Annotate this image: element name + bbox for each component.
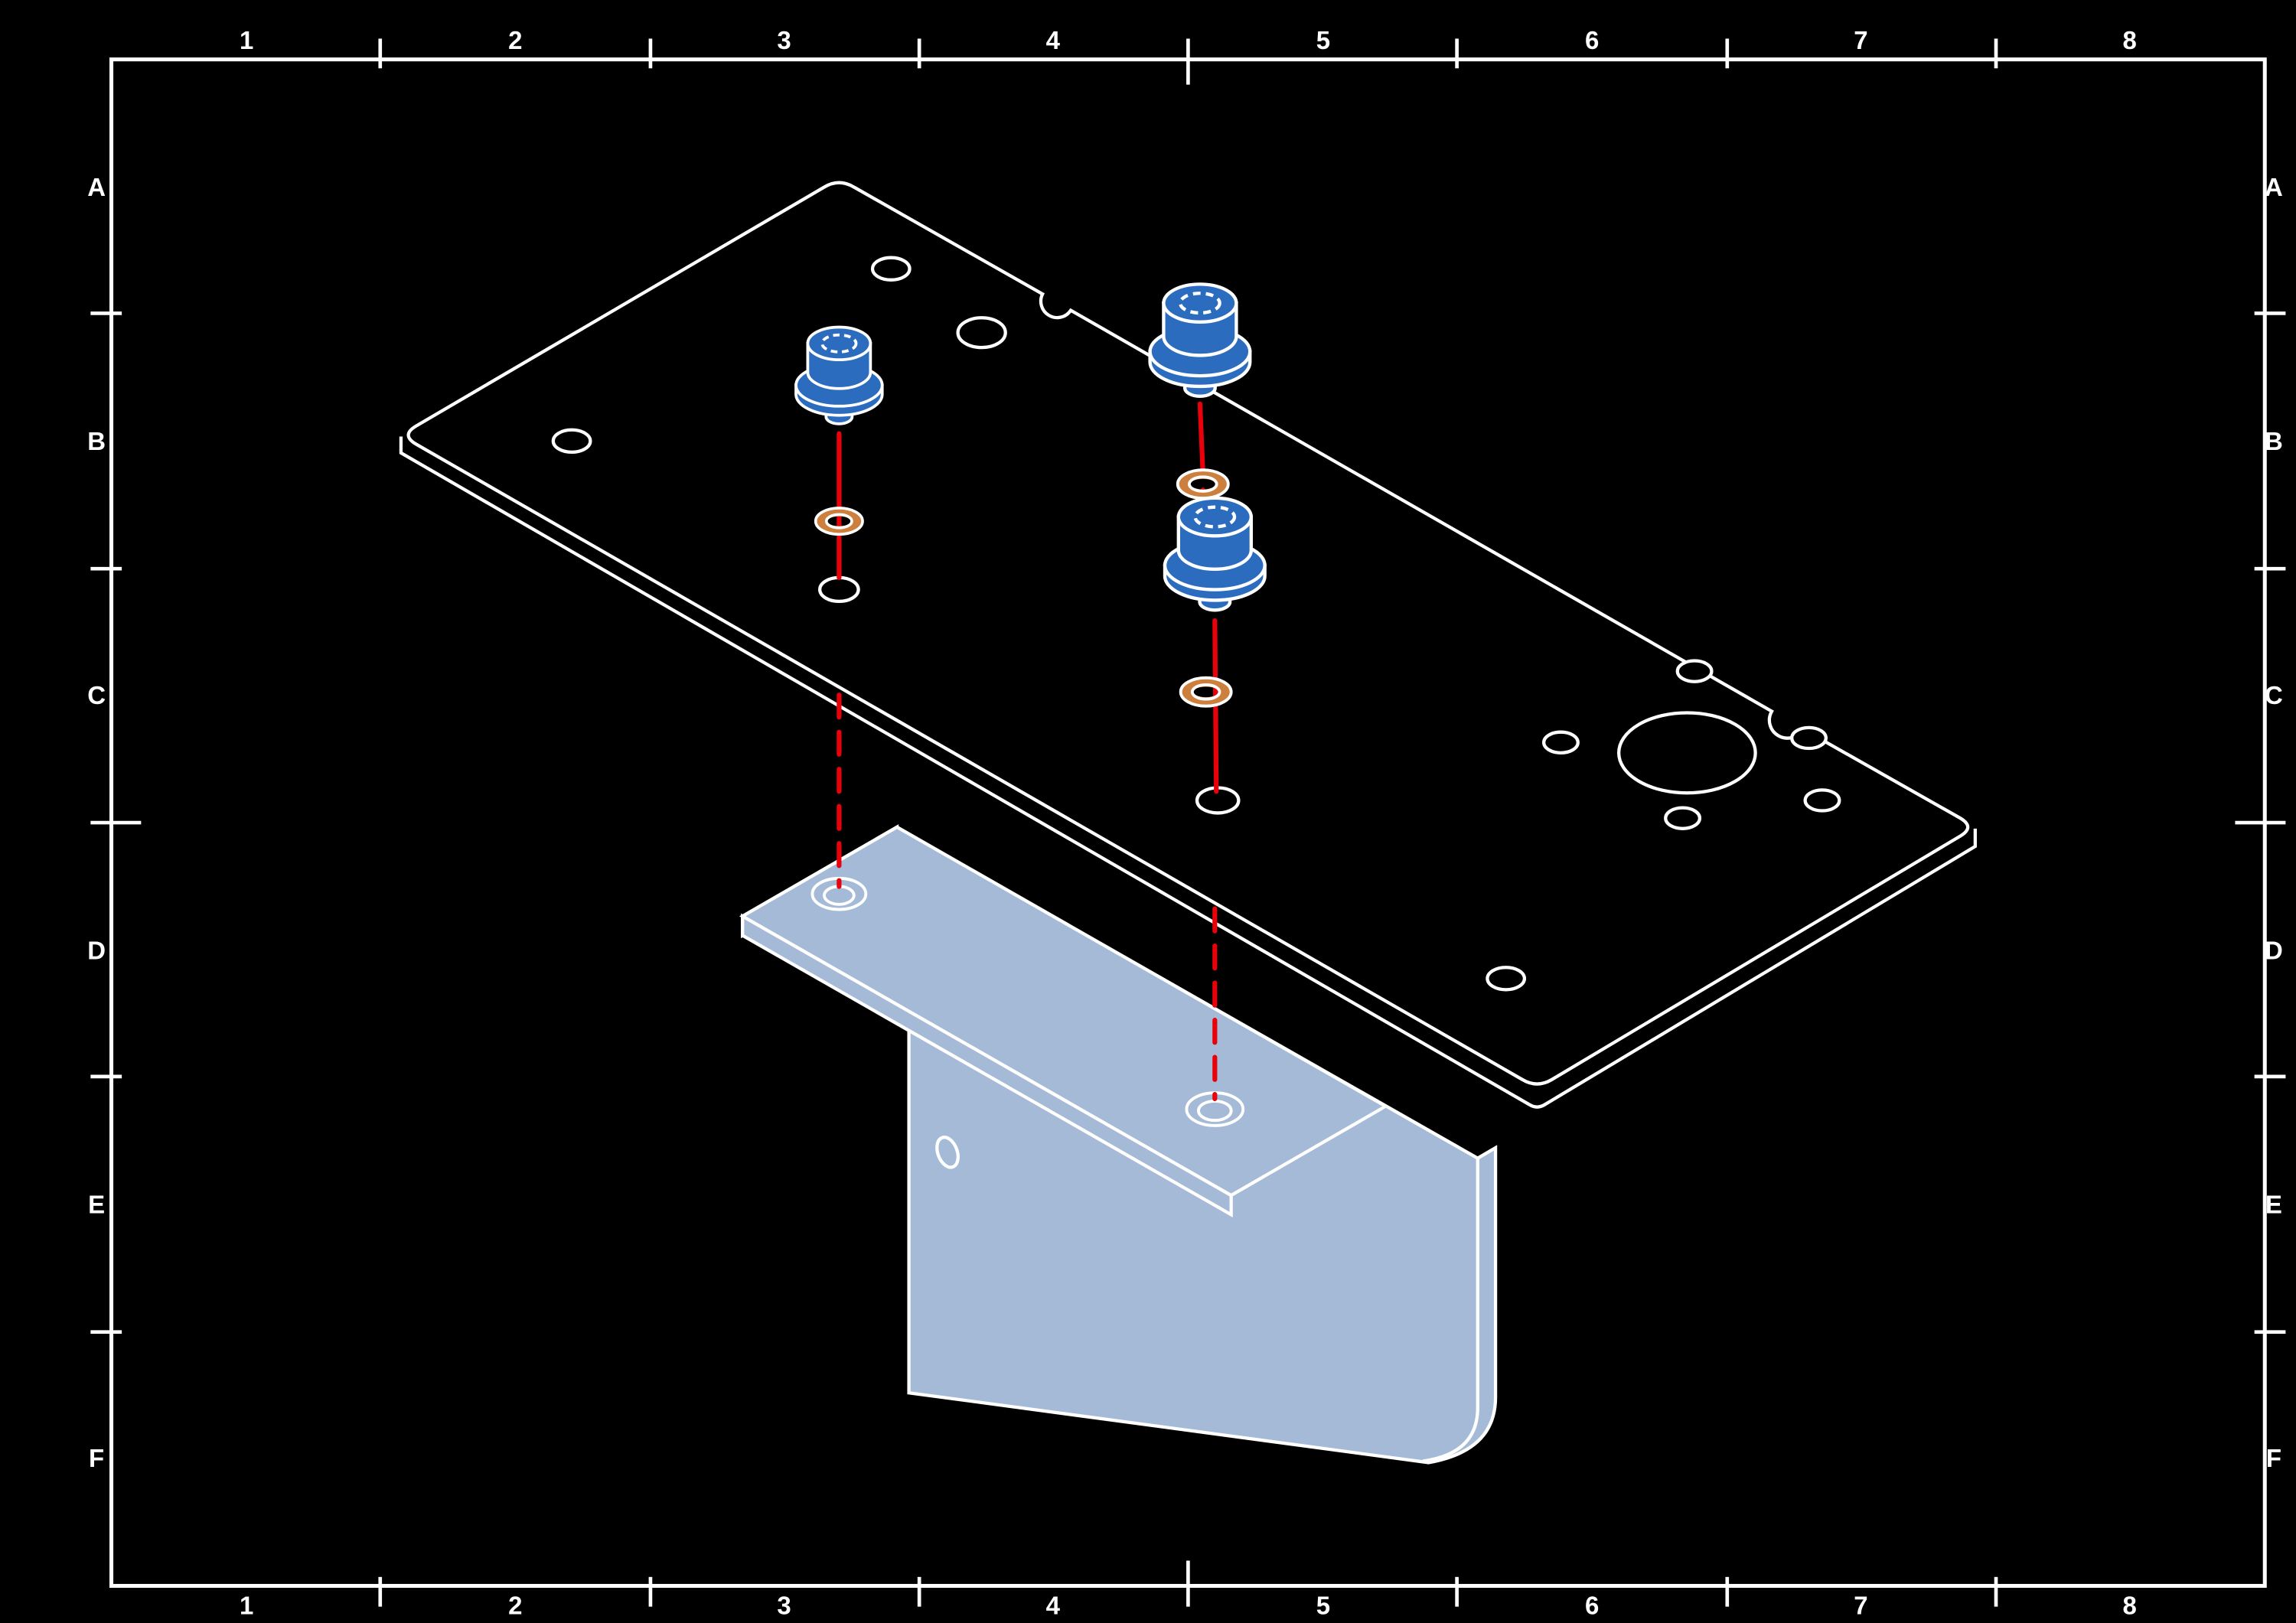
flanged-screw-left: [794, 325, 884, 425]
zone-label: E: [88, 1190, 105, 1218]
washer-ring: [1178, 468, 1228, 500]
drawing-frame: 1 2 3 4 5 6 7 8 1 2 3 4 5 6 7 8 A B C D …: [87, 26, 2286, 1619]
washer-left: [814, 507, 864, 536]
zone-label: B: [2265, 427, 2283, 455]
washer-inner-edge: [1188, 475, 1218, 493]
zone-label: A: [87, 173, 106, 201]
zone-label: 2: [508, 26, 522, 54]
bracket-web-hole: [935, 1136, 960, 1169]
zone-label: 1: [240, 1591, 253, 1619]
bracket-hole-right-inner: [1197, 1099, 1233, 1123]
plate-hole: [1790, 725, 1828, 751]
zone-label: F: [89, 1444, 104, 1472]
mounting-plate: [399, 181, 1977, 1109]
washer-right-lower: [1179, 676, 1233, 708]
washer-inner-edge: [1190, 683, 1221, 701]
washer-right-upper: [1176, 468, 1230, 500]
angle-bracket: [739, 824, 1498, 1465]
washer-inner-edge: [824, 513, 853, 530]
plate-large-bore: [1617, 711, 1757, 795]
washer-ring: [816, 507, 863, 536]
zone-label: 6: [1585, 1591, 1599, 1619]
plate-hole: [1664, 806, 1702, 830]
plate-hole: [870, 256, 912, 282]
zone-label: D: [87, 937, 106, 965]
zone-label: 4: [1046, 26, 1061, 54]
plate-outline: [406, 181, 1970, 1086]
washer-outer-edge: [814, 507, 864, 536]
flanged-screw-right-upper: [1150, 284, 1251, 396]
guide-line-right-upper: [1197, 401, 1205, 477]
washer-outer-edge: [1179, 676, 1233, 708]
zone-label: A: [2265, 173, 2283, 201]
zone-label: D: [2265, 937, 2283, 965]
bracket-hole-left-inner: [823, 885, 856, 906]
zone-label: 5: [1316, 26, 1330, 54]
zone-label: 6: [1585, 26, 1599, 54]
zone-label: 1: [240, 26, 253, 54]
zone-label: 7: [1854, 26, 1867, 54]
zone-label: 5: [1316, 1591, 1330, 1619]
zone-label: C: [87, 681, 106, 709]
plate-hole: [1675, 659, 1714, 683]
plate-hole: [551, 428, 592, 455]
bracket-web-side-edge: [1422, 1158, 1479, 1463]
zone-label: E: [2265, 1190, 2282, 1218]
flanged-screw-right-lower: [1165, 498, 1265, 610]
zone-label: 4: [1046, 1591, 1061, 1619]
plate-hole: [1542, 730, 1580, 754]
zone-label: 8: [2122, 1591, 2136, 1619]
plate-hole-screw-left: [818, 575, 860, 604]
zone-label: 3: [777, 26, 791, 54]
zone-label: F: [2266, 1444, 2281, 1472]
zone-label: 7: [1854, 1591, 1867, 1619]
plate-hole: [1486, 966, 1527, 992]
zone-label: 2: [508, 1591, 522, 1619]
zone-label: 3: [777, 1591, 791, 1619]
zone-label: 8: [2122, 26, 2136, 54]
plate-thickness-edge: [399, 436, 1977, 1109]
plate-hole: [956, 316, 1007, 350]
zone-label: B: [87, 427, 106, 455]
plate-hole: [1803, 788, 1841, 813]
washer-ring: [1181, 676, 1231, 708]
zone-label: C: [2265, 681, 2283, 709]
